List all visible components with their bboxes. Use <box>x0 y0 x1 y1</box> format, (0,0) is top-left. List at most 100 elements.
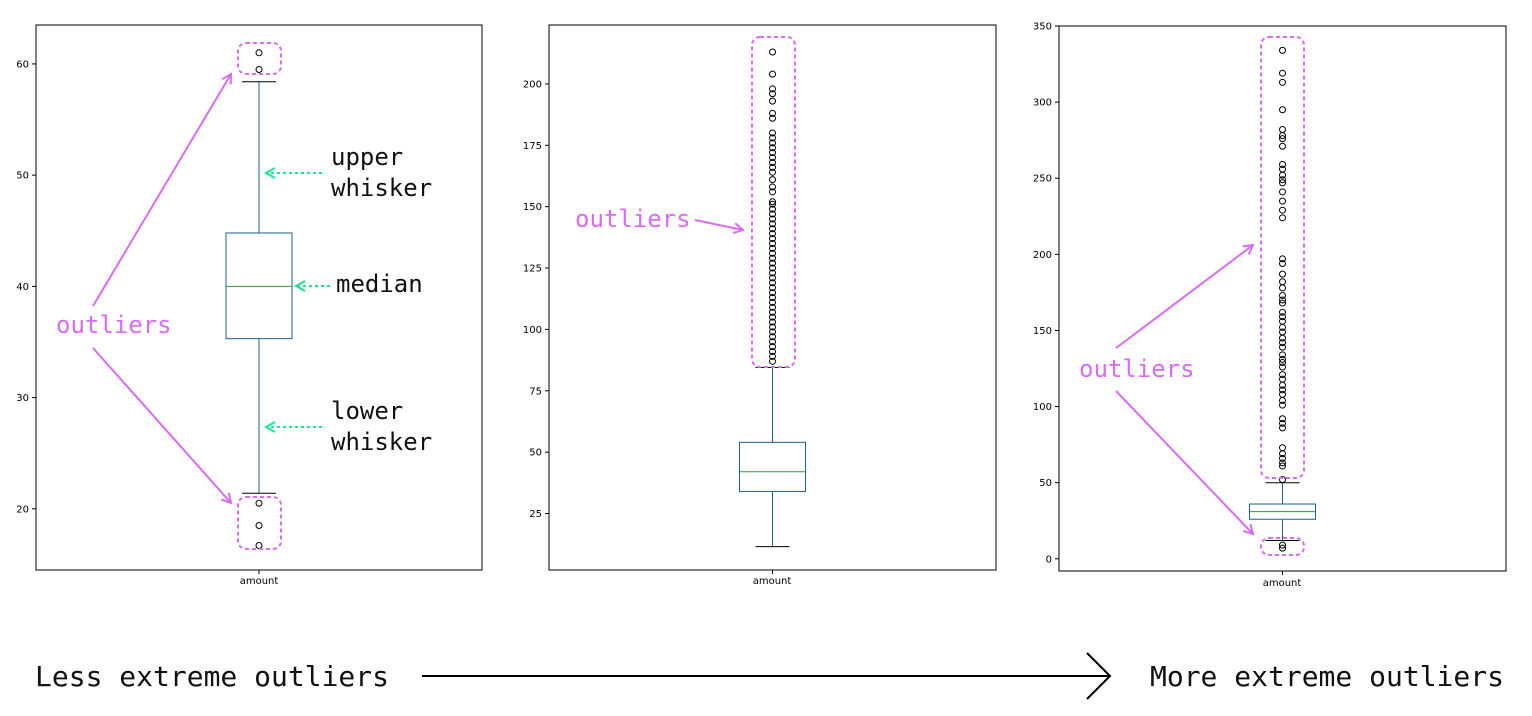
outlier-point <box>769 294 776 301</box>
outlier-point <box>1279 371 1286 379</box>
outlier-point <box>1279 291 1286 299</box>
y-tick-label: 20 <box>16 504 29 515</box>
outlier-point <box>255 522 263 530</box>
outlier-point <box>1279 132 1286 140</box>
boxplot <box>225 49 293 550</box>
x-tick-label: amount <box>240 576 279 587</box>
outlier-point <box>1279 450 1286 458</box>
outlier-point <box>769 323 776 331</box>
y-tick-label: 50 <box>529 448 542 459</box>
outliers-arrow-down <box>92 347 231 503</box>
outlier-point <box>769 244 776 252</box>
outlier-point <box>1279 355 1286 363</box>
outlier-point <box>769 48 776 56</box>
y-tick-label: 0 <box>1046 554 1052 565</box>
outlier-point <box>769 308 776 316</box>
boxplot <box>739 48 806 548</box>
outlier-point <box>769 259 776 267</box>
outlier-point <box>1279 308 1286 316</box>
outlier-point <box>1279 454 1286 462</box>
boxplot <box>1249 46 1316 552</box>
outlier-point <box>1279 255 1286 263</box>
outlier-point <box>769 279 776 287</box>
y-tick-label: 60 <box>16 59 29 70</box>
outlier-point <box>255 499 263 507</box>
caption-row: Less extreme outliers More extreme outli… <box>35 652 1504 700</box>
outlier-point <box>769 134 776 142</box>
outlier-point <box>1279 179 1286 187</box>
outlier-point <box>769 313 776 321</box>
outlier-point <box>1279 462 1286 470</box>
outlier-point <box>769 269 776 277</box>
y-tick-label: 100 <box>523 325 542 336</box>
outlier-point <box>769 338 776 346</box>
upper-whisker-annotation-line1: upper <box>331 143 403 171</box>
outlier-point <box>769 176 776 184</box>
outlier-point <box>1279 284 1286 292</box>
outlier-point <box>255 49 263 57</box>
outlier-point <box>1279 46 1286 54</box>
y-tick-label: 40 <box>16 282 29 293</box>
outlier-point <box>769 333 776 341</box>
outlier-point <box>1279 390 1286 398</box>
outlier-point <box>769 264 776 272</box>
outlier-point <box>1279 386 1286 394</box>
outlier-point <box>769 303 776 311</box>
outlier-point <box>769 220 776 228</box>
outlier-point <box>1279 396 1286 404</box>
outlier-point <box>1279 171 1286 179</box>
outlier-point <box>769 188 776 196</box>
y-tick-label: 100 <box>1033 402 1052 413</box>
outlier-point <box>1279 161 1286 169</box>
outlier-point <box>1279 142 1286 150</box>
outlier-point <box>769 163 776 171</box>
outlier-point <box>1279 299 1286 307</box>
outlier-point <box>769 274 776 282</box>
outlier-point <box>255 65 263 73</box>
outlier-point <box>769 97 776 105</box>
outlier-point <box>1279 176 1286 184</box>
outliers-annotation: outliers <box>1079 355 1195 383</box>
y-tick-label: 150 <box>523 202 542 213</box>
outlier-point <box>1279 259 1286 267</box>
upper-whisker-annotation-line2: whisker <box>331 174 432 202</box>
outlier-point <box>1279 541 1286 549</box>
outlier-point <box>769 284 776 292</box>
outlier-point <box>1279 278 1286 286</box>
outlier-point <box>1279 317 1286 325</box>
y-tick-label: 125 <box>523 264 542 275</box>
y-tick-label: 50 <box>16 171 29 182</box>
outlier-point <box>769 239 776 247</box>
y-tick-label: 175 <box>523 141 542 152</box>
outlier-highlight <box>751 36 796 368</box>
outlier-point <box>1279 381 1286 389</box>
outlier-point <box>1279 339 1286 347</box>
outlier-point <box>769 343 776 351</box>
outlier-point <box>769 230 776 238</box>
outlier-highlight-bottom <box>237 496 282 550</box>
x-tick-label: amount <box>1263 578 1302 589</box>
outlier-point <box>769 129 776 137</box>
outlier-point <box>255 542 263 550</box>
outlier-point <box>769 328 776 336</box>
outlier-point <box>769 318 776 326</box>
outlier-point <box>769 254 776 262</box>
outlier-point <box>769 198 776 206</box>
x-tick-label: amount <box>753 576 792 587</box>
outlier-point <box>1279 363 1286 371</box>
lower-whisker-annotation-line2: whisker <box>331 428 432 456</box>
outlier-point <box>1279 126 1286 134</box>
outlier-point <box>1279 106 1286 114</box>
outlier-point <box>1279 188 1286 196</box>
outlier-point <box>1279 69 1286 77</box>
outlier-point <box>1279 214 1286 222</box>
y-tick-label: 25 <box>529 509 542 520</box>
outlier-point <box>1279 358 1286 366</box>
outlier-point <box>1279 444 1286 452</box>
outliers-arrow <box>694 219 743 230</box>
y-tick-label: 200 <box>523 79 542 90</box>
lower-whisker-annotation-line1: lower <box>331 397 403 425</box>
